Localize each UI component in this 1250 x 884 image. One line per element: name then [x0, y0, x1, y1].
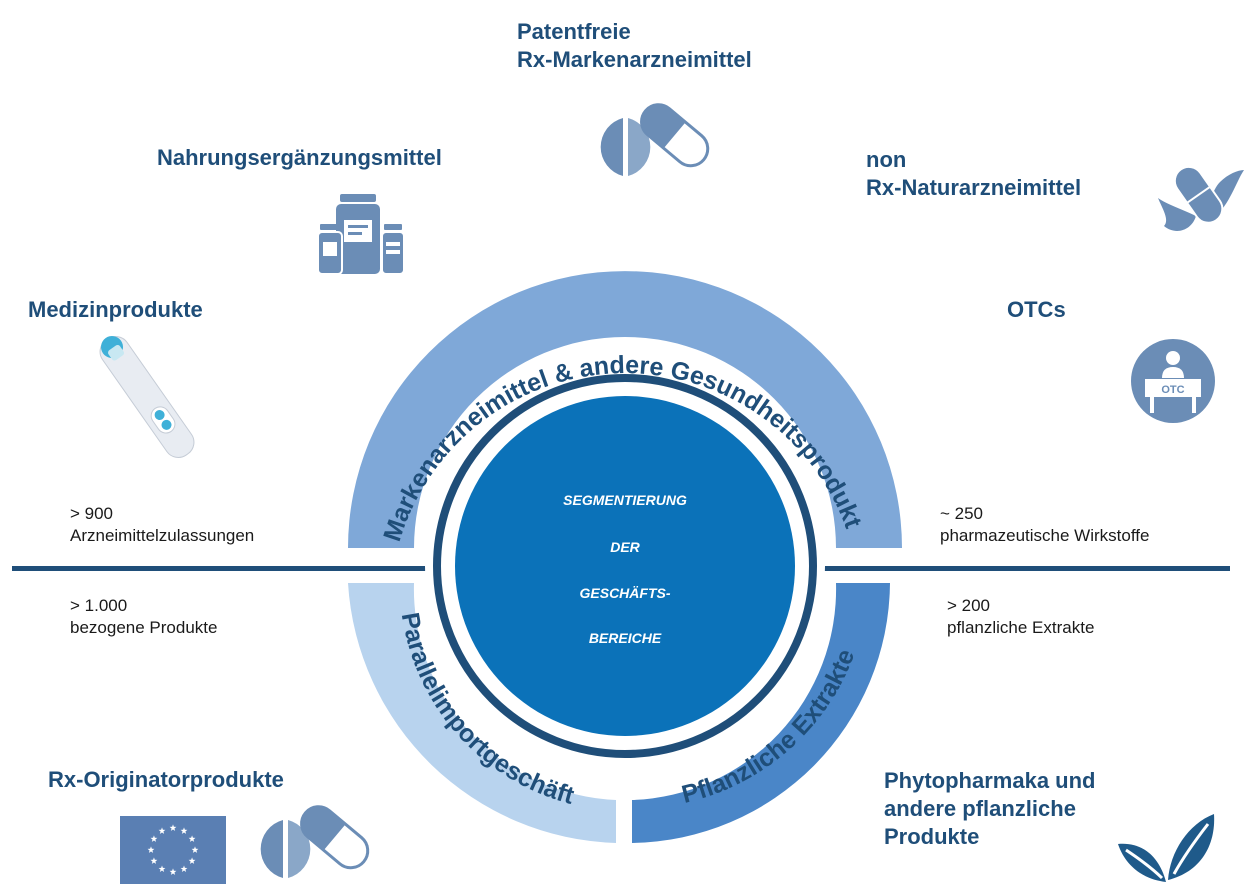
- eu-star: [150, 835, 158, 842]
- center-line-3: GESCHÄFTS-: [579, 585, 671, 601]
- ring-segment-top: [348, 271, 902, 548]
- eu-star: [158, 865, 166, 872]
- stat-bezogene: > 1.000 bezogene Produkte: [70, 595, 217, 639]
- category-naturarznei: non Rx-Naturarzneimittel: [866, 146, 1081, 202]
- ring-segment-left: [348, 583, 616, 843]
- eu-star: [188, 835, 196, 842]
- ring-segment-right: [632, 583, 890, 843]
- category-patentfreie: Patentfreie Rx-Markenarzneimittel: [517, 18, 752, 74]
- stat-bezogene-value: > 1.000: [70, 596, 128, 615]
- pills-icon-bottom: [260, 805, 370, 878]
- category-patentfreie-line1: Patentfreie: [517, 19, 631, 44]
- stat-zulassungen-label: Arzneimittelzulassungen: [70, 526, 255, 545]
- eu-star: [158, 827, 166, 834]
- stat-extrakte-value: > 200: [947, 596, 991, 615]
- eu-star: [191, 846, 199, 853]
- eu-star: [169, 868, 177, 875]
- category-naturarznei-line1: non: [866, 147, 907, 172]
- stat-wirkstoffe: ~ 250 pharmazeutische Wirkstoffe: [940, 503, 1149, 547]
- category-phyto-line1: Phytopharmaka und: [884, 768, 1096, 793]
- eu-star: [169, 824, 177, 831]
- stat-zulassungen: > 900 Arzneimittelzulassungen: [70, 503, 254, 547]
- otc-counter-icon: OTC: [1131, 339, 1215, 423]
- category-phyto-line2: andere pflanzliche: [884, 796, 1076, 821]
- center-line-1: SEGMENTIERUNG: [563, 492, 687, 508]
- stat-extrakte: > 200 pflanzliche Extrakte: [947, 595, 1094, 639]
- category-phyto: Phytopharmaka und andere pflanzliche Pro…: [884, 767, 1095, 851]
- stat-wirkstoffe-value: ~ 250: [940, 504, 984, 523]
- eu-star: [150, 857, 158, 864]
- center-line-2: DER: [610, 539, 640, 555]
- otc-sign-text: OTC: [1161, 384, 1184, 396]
- category-otcs: OTCs: [1007, 297, 1066, 322]
- stat-zulassungen-value: > 900: [70, 504, 114, 523]
- stat-extrakte-label: pflanzliche Extrakte: [947, 618, 1095, 637]
- stat-wirkstoffe-label: pharmazeutische Wirkstoffe: [940, 526, 1150, 545]
- eu-star: [188, 857, 196, 864]
- eu-star: [180, 827, 188, 834]
- eu-star: [180, 865, 188, 872]
- center-circle: [455, 396, 795, 736]
- category-naturarznei-line2: Rx-Naturarzneimittel: [866, 175, 1082, 200]
- category-phyto-line3: Produkte: [884, 824, 980, 849]
- pills-icon: [600, 103, 710, 176]
- eu-stars: [147, 824, 199, 875]
- center-line-4: BEREICHE: [588, 630, 662, 646]
- category-medizin: Medizinprodukte: [28, 297, 203, 322]
- category-patentfreie-line2: Rx-Markenarzneimittel: [517, 47, 752, 72]
- supplement-jars-icon: [318, 194, 404, 274]
- dark-ring: [433, 374, 817, 758]
- category-originator: Rx-Originatorprodukte: [48, 767, 284, 792]
- eu-flag-icon: [120, 816, 226, 884]
- stat-bezogene-label: bezogene Produkte: [70, 618, 218, 637]
- leaves-icon: [1118, 814, 1215, 882]
- eu-star: [147, 846, 155, 853]
- medical-pen-icon: [99, 336, 195, 458]
- herbal-capsule-icon: [1158, 165, 1244, 231]
- category-nahrung: Nahrungsergänzungsmittel: [157, 145, 442, 170]
